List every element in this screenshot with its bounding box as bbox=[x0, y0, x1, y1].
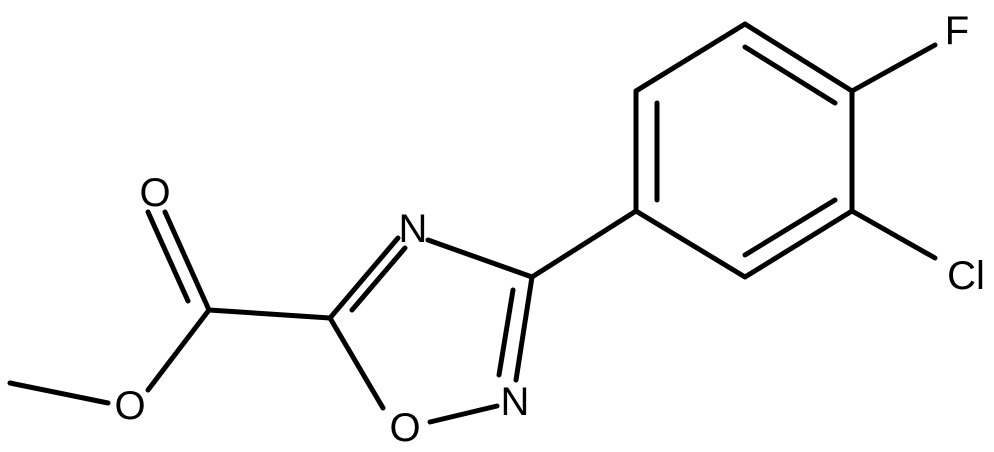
bond-aryl-c3-c4-inner bbox=[742, 44, 838, 106]
bond-ester-oxygen-carbonyl-carbon bbox=[145, 307, 212, 393]
bond-ring-to-aryl bbox=[529, 208, 639, 280]
bond-aryl-c2-c3 bbox=[633, 21, 748, 94]
bond-o1-c5 bbox=[327, 315, 386, 411]
bond-n4-c3 bbox=[425, 237, 535, 280]
bond-aryl-c6-c1 bbox=[633, 208, 748, 280]
bond-methyl-ester-oxygen bbox=[7, 380, 111, 406]
bond-c5-n4-double-a bbox=[327, 235, 401, 321]
bond-c3-n2-double-b bbox=[496, 287, 516, 378]
bond-aryl-c5-c6-inner bbox=[742, 197, 838, 258]
bond-carbonyl-to-ring bbox=[206, 307, 333, 321]
atom-labels: F Cl O O O N N bbox=[114, 9, 984, 450]
bond-aryl-c5-c6 bbox=[742, 208, 855, 280]
bond-c5-n4-double-b bbox=[349, 245, 408, 313]
atom-ring-nitrogen-bottom: N bbox=[501, 380, 530, 424]
atom-ring-oxygen: O bbox=[389, 406, 420, 450]
bond-carbonyl-double-2 bbox=[145, 209, 191, 304]
bond-n2-o1 bbox=[427, 403, 500, 425]
atom-chlorine: Cl bbox=[947, 254, 985, 298]
atom-ester-oxygen: O bbox=[114, 384, 145, 428]
bond-aryl-c3-c4 bbox=[742, 21, 855, 94]
bond-aryl-chlorine bbox=[849, 208, 938, 261]
bond-c3-n2-double-a bbox=[513, 274, 535, 383]
atom-carbonyl-oxygen: O bbox=[139, 171, 170, 215]
bond-aryl-fluorine bbox=[849, 42, 938, 94]
bonds bbox=[7, 21, 938, 425]
bond-carbonyl-double-1 bbox=[162, 209, 212, 313]
atom-fluorine: F bbox=[945, 9, 969, 53]
atom-ring-nitrogen-top: N bbox=[399, 207, 428, 251]
